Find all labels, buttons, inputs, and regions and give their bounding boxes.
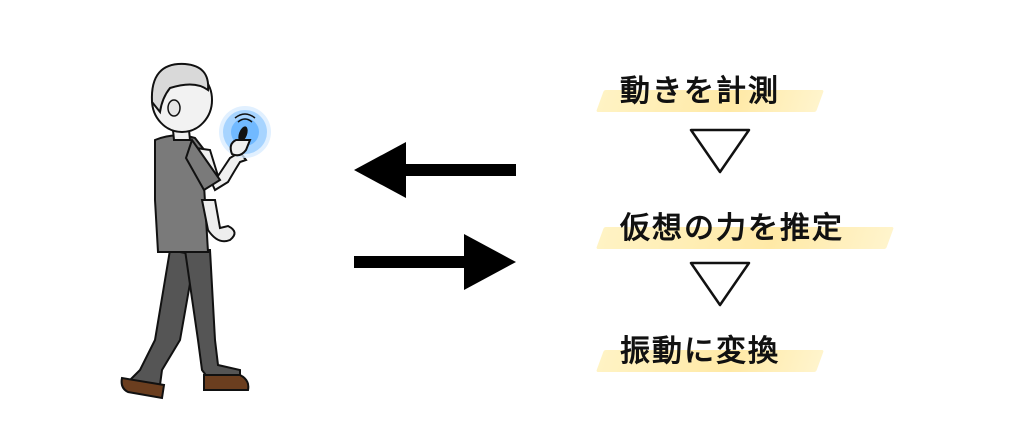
triangle-down-outline-icon — [689, 128, 751, 174]
hair — [150, 62, 210, 115]
handheld-device-icon — [219, 106, 271, 158]
triangle-down-outline-icon — [689, 261, 751, 307]
step-label: 仮想の力を推定 — [620, 211, 844, 246]
arrow-left-icon — [354, 142, 516, 198]
front-shoe — [203, 374, 250, 391]
walking-person-illustration — [120, 62, 271, 400]
step-measure-movement: 動きを計測 — [595, 58, 900, 128]
back-leg — [127, 248, 197, 387]
front-arm — [194, 146, 248, 192]
front-leg — [183, 249, 241, 384]
step-estimate-virtual-force: 仮想の力を推定 — [595, 195, 900, 265]
step-label: 動きを計測 — [620, 74, 780, 109]
step-label: 振動に変換 — [620, 334, 780, 369]
back-shoe — [120, 376, 166, 400]
step-convert-to-vibration: 振動に変換 — [595, 318, 900, 388]
back-arm — [200, 199, 236, 243]
arrow-right-icon — [354, 234, 516, 290]
